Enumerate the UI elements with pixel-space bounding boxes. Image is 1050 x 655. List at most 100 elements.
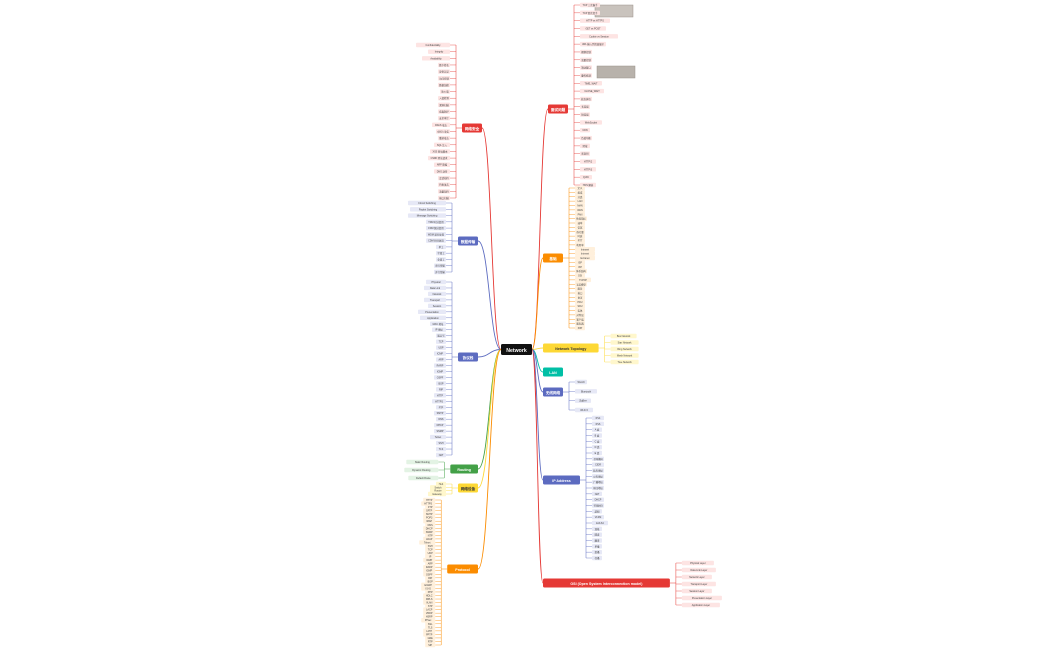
leaf-node[interactable]: IGMP	[434, 369, 446, 374]
leaf-node-box[interactable]	[430, 488, 446, 493]
leaf-node-box[interactable]	[423, 557, 436, 563]
leaf-node[interactable]: TCP 四次挥手	[580, 10, 600, 16]
leaf-node-box[interactable]	[575, 398, 591, 403]
leaf-node[interactable]: 隧道	[592, 532, 602, 537]
leaf-node-box[interactable]	[422, 56, 450, 61]
leaf-node-box[interactable]	[438, 76, 450, 81]
leaf-node[interactable]: 组播	[592, 549, 602, 555]
leaf-node-box[interactable]	[436, 387, 446, 392]
leaf-node[interactable]: Intranet	[575, 247, 595, 252]
leaf-node-box[interactable]	[580, 57, 592, 62]
leaf-node[interactable]: Data Link Layer	[681, 567, 716, 573]
leaf-node[interactable]: FTP	[436, 405, 446, 410]
leaf-node[interactable]: Cookie vs Session	[580, 34, 618, 39]
leaf-node[interactable]: IS-IS	[421, 586, 436, 591]
leaf-node-box[interactable]	[428, 155, 450, 161]
leaf-node-box[interactable]	[436, 440, 446, 446]
leaf-node[interactable]: ARP 欺骗	[434, 162, 450, 167]
leaf-node[interactable]: SMTP	[423, 511, 436, 517]
leaf-node[interactable]: 利用率	[575, 242, 585, 248]
leaf-node-box[interactable]	[592, 532, 602, 537]
leaf-node[interactable]: BGP	[425, 579, 436, 584]
leaf-node[interactable]: P2P	[575, 325, 585, 331]
leaf-node[interactable]: UDP	[436, 345, 446, 350]
leaf-node-box[interactable]	[580, 88, 604, 94]
leaf-node-box[interactable]	[681, 588, 712, 594]
branch-node-wireless[interactable]: 无线网络	[543, 387, 563, 397]
leaf-node[interactable]: VLAN	[423, 600, 436, 605]
leaf-node[interactable]: IMAP	[423, 519, 436, 524]
leaf-node[interactable]: HTTP vs HTTPS	[580, 18, 610, 23]
leaf-node[interactable]: WLAN	[575, 379, 587, 385]
leaf-node-box[interactable]	[575, 312, 585, 318]
leaf-node[interactable]: DNS 劫持	[434, 169, 450, 174]
leaf-node-box[interactable]	[580, 73, 592, 78]
leaf-node[interactable]: MAC 地址	[430, 321, 446, 326]
leaf-node-box[interactable]	[425, 642, 436, 648]
leaf-node[interactable]: TIME_WAIT	[580, 81, 602, 86]
leaf-node[interactable]: IPSec	[421, 618, 436, 623]
leaf-node-box[interactable]	[438, 96, 450, 101]
leaf-node[interactable]: RIP	[425, 575, 436, 581]
leaf-node[interactable]: Presentation	[418, 309, 446, 315]
leaf-node[interactable]: 会话劫持	[438, 175, 450, 181]
leaf-node-box[interactable]	[416, 42, 450, 48]
branch-node-proto[interactable]: 协议栈	[458, 352, 478, 362]
leaf-node-box[interactable]	[592, 503, 604, 508]
leaf-node[interactable]: 单工	[436, 244, 446, 250]
leaf-node-box[interactable]	[575, 389, 597, 394]
leaf-node[interactable]: Session Layer	[681, 588, 712, 594]
leaf-node[interactable]: 入侵检测	[438, 96, 450, 101]
leaf-node[interactable]: Transport	[424, 297, 446, 303]
leaf-node-box[interactable]	[438, 135, 450, 141]
leaf-node-box[interactable]	[432, 327, 446, 332]
leaf-node[interactable]: MAN	[575, 203, 585, 208]
leaf-node-box[interactable]	[423, 593, 436, 598]
leaf-node[interactable]: EIGRP	[421, 582, 436, 588]
leaf-node[interactable]: TCP/IP	[575, 277, 591, 283]
leaf-node[interactable]: ARP	[425, 561, 436, 566]
leaf-node-box[interactable]	[436, 250, 446, 256]
leaf-node-box[interactable]	[406, 459, 439, 465]
leaf-node[interactable]: 钓鱼攻击	[438, 182, 450, 187]
leaf-node[interactable]: XSS 跨站脚本	[430, 149, 450, 154]
leaf-node-box[interactable]	[580, 120, 602, 125]
leaf-node[interactable]: Confidentiality	[416, 42, 450, 48]
leaf-node-box[interactable]	[419, 540, 436, 545]
leaf-node-box[interactable]	[425, 504, 436, 510]
leaf-node[interactable]: HTTP/3	[580, 167, 596, 172]
leaf-node-box[interactable]	[425, 554, 436, 559]
leaf-node-box[interactable]	[438, 109, 450, 114]
leaf-node-box[interactable]	[423, 511, 436, 517]
leaf-node[interactable]: 接口	[575, 290, 585, 296]
leaf-node[interactable]: SSH	[425, 543, 436, 549]
leaf-node[interactable]: L2TP	[423, 628, 436, 634]
leaf-node-box[interactable]	[575, 251, 595, 256]
leaf-node-box[interactable]	[418, 309, 446, 315]
leaf-node[interactable]: 重放攻击	[438, 135, 450, 141]
leaf-node-box[interactable]	[575, 220, 585, 226]
leaf-node-box[interactable]	[436, 417, 446, 422]
leaf-node-box[interactable]	[434, 142, 450, 147]
leaf-node-box[interactable]	[610, 359, 639, 365]
leaf-node[interactable]: VLSM	[592, 514, 604, 520]
leaf-node[interactable]: UDP	[425, 550, 436, 556]
branch-node-routing[interactable]: Routing	[450, 464, 478, 474]
leaf-node[interactable]: WDM 波分复用	[426, 232, 446, 237]
leaf-node[interactable]: SSL	[425, 621, 436, 626]
leaf-node[interactable]: 串行传输	[434, 263, 446, 268]
leaf-node-box[interactable]	[681, 581, 716, 587]
leaf-node-box[interactable]	[681, 567, 716, 573]
leaf-node[interactable]: 漏洞扫描	[438, 102, 450, 108]
leaf-node-box[interactable]	[425, 547, 436, 552]
leaf-node[interactable]: Ring Network	[610, 346, 639, 352]
leaf-node[interactable]: 数字签名	[438, 62, 450, 68]
leaf-node-box[interactable]	[434, 411, 446, 416]
leaf-node-box[interactable]	[592, 514, 604, 520]
leaf-node[interactable]: Extranet	[575, 255, 595, 261]
leaf-node[interactable]: CIDR	[592, 462, 604, 467]
leaf-node[interactable]: SFTP	[423, 508, 436, 513]
leaf-node[interactable]: LAN	[575, 198, 585, 204]
leaf-node[interactable]: Transport Layer	[681, 581, 716, 587]
leaf-node[interactable]: Circuit Switching	[408, 200, 446, 206]
